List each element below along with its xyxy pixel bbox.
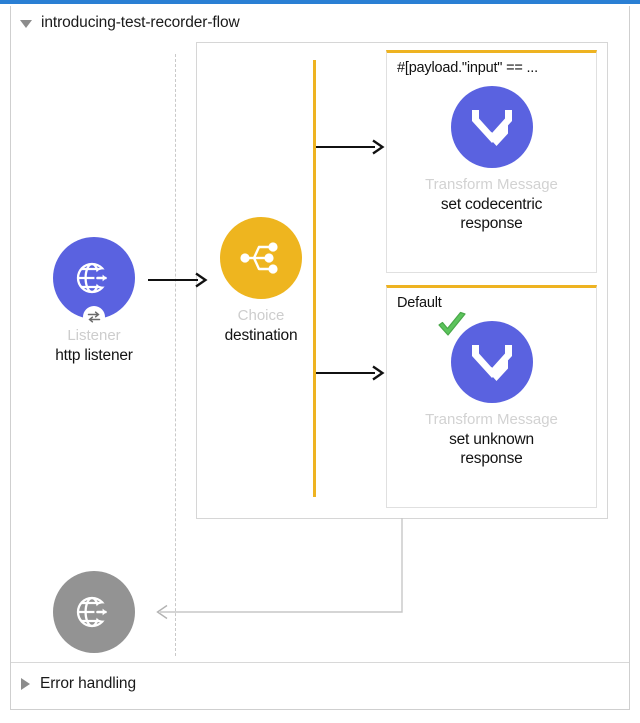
branch-card-1[interactable]: #[payload."input" == ... Transform Messa… xyxy=(386,50,597,273)
branch-card-2[interactable]: Default Transform Message set unknown re… xyxy=(386,285,597,508)
branch-1-condition: #[payload."input" == ... xyxy=(397,60,538,76)
node-error-listener[interactable] xyxy=(39,571,149,653)
choice-branch-icon xyxy=(240,242,278,274)
branch-1-name-line2: response xyxy=(460,215,523,232)
branch-1-body: Transform Message set codecentric respon… xyxy=(387,86,596,245)
branch-1-name-line1: set codecentric xyxy=(440,196,543,213)
http-globe-arrow-icon xyxy=(76,262,112,294)
branch-1-icon-wrap xyxy=(450,86,533,168)
globe-arrow-head xyxy=(94,269,112,287)
exchange-arrows-icon xyxy=(83,306,105,328)
green-check-icon xyxy=(437,311,466,336)
branch-2-circle xyxy=(450,321,533,403)
flow-guide-line xyxy=(175,54,176,656)
branch-2-type-label: Transform Message xyxy=(425,411,558,428)
http-globe-arrow-icon xyxy=(76,596,112,628)
dataweave-icon xyxy=(471,110,512,146)
branch-spine xyxy=(313,60,316,497)
triangle-right-icon[interactable] xyxy=(21,678,30,690)
flow-title: introducing-test-recorder-flow xyxy=(41,14,240,31)
triangle-down-icon[interactable] xyxy=(20,20,32,28)
error-handling-label: Error handling xyxy=(40,675,136,692)
choice-name-label: destination xyxy=(224,327,298,344)
error-handling-toggle[interactable]: Error handling xyxy=(21,675,136,693)
dataweave-icon xyxy=(471,345,512,381)
window-accent-bar xyxy=(0,0,640,4)
branch-2-icon-wrap xyxy=(437,311,533,403)
flow-header[interactable]: introducing-test-recorder-flow xyxy=(20,12,240,34)
branch-2-condition: Default xyxy=(397,295,442,311)
branch-1-type-label: Transform Message xyxy=(425,176,558,193)
choice-type-label: Choice xyxy=(237,307,285,324)
listener-circle xyxy=(53,237,135,328)
listener-type-label: Listener xyxy=(67,327,121,344)
branch-2-name-line1: set unknown xyxy=(449,431,534,448)
error-listener-circle xyxy=(53,571,135,653)
node-choice-destination[interactable]: Choice destination xyxy=(206,217,316,345)
listener-name-label: http listener xyxy=(55,347,133,364)
error-handling-section: Error handling xyxy=(11,662,629,709)
choice-circle xyxy=(220,217,302,299)
branch-2-body: Transform Message set unknown response xyxy=(387,311,596,480)
branch-2-name-line2: response xyxy=(460,450,523,467)
branch-1-circle xyxy=(450,86,533,168)
globe-arrow-head xyxy=(94,603,112,621)
node-http-listener[interactable]: Listener http listener xyxy=(39,237,149,365)
